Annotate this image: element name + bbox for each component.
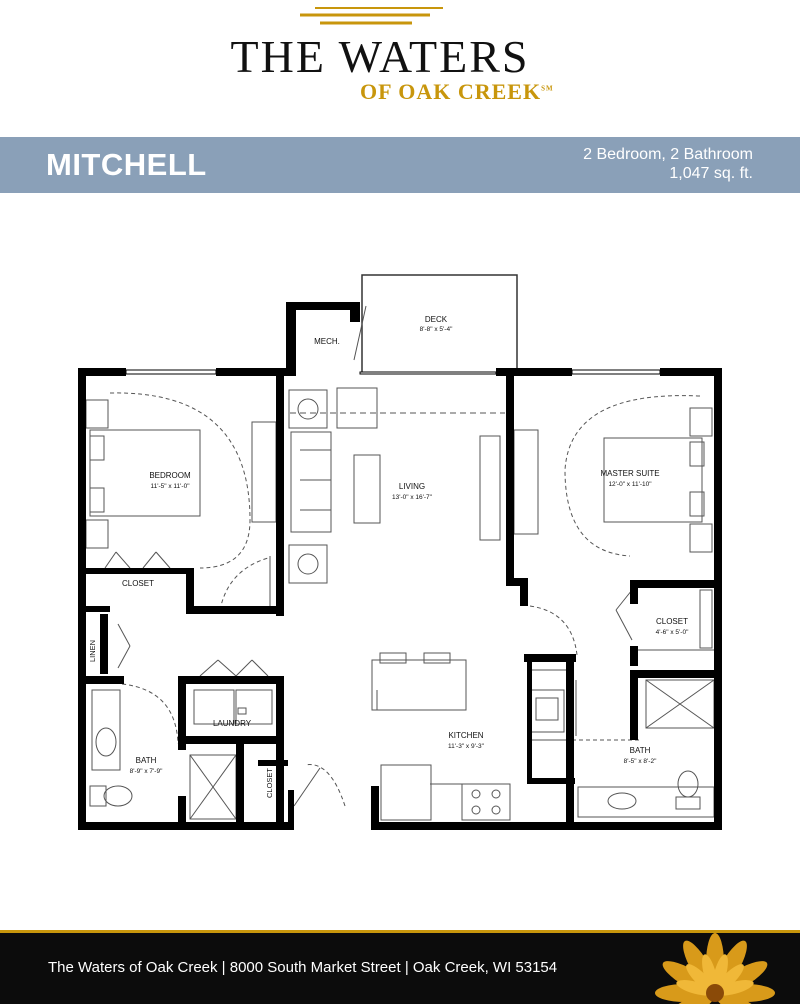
deck-dims: 8'-8" x 5'-4"	[420, 326, 453, 333]
left-bath-label: BATH	[136, 756, 157, 765]
room-labels: DECK 8'-8" x 5'-4" MECH. BEDROOM 11'-5" …	[88, 315, 689, 798]
kitchen-dims: 11'-3" x 9'-3"	[448, 743, 485, 750]
logo-sun-rays	[300, 7, 443, 25]
laundry-label: LAUNDRY	[213, 719, 252, 728]
master-closet-dims: 4'-6" x 5'-0"	[656, 629, 689, 636]
right-bath-dims: 8'-5" x 8'-2"	[624, 758, 657, 765]
entry-closet-label: CLOSET	[265, 768, 274, 798]
unit-banner: MITCHELL 2 Bedroom, 2 Bathroom 1,047 sq.…	[0, 137, 800, 193]
floor-plan-drawing: DECK 8'-8" x 5'-4" MECH. BEDROOM 11'-5" …	[78, 274, 722, 830]
walls	[78, 302, 722, 830]
footer-divider	[0, 930, 800, 933]
bedroom-closet-label: CLOSET	[122, 579, 154, 588]
mech-label: MECH.	[314, 337, 340, 346]
footer: The Waters of Oak Creek | 8000 South Mar…	[0, 933, 800, 1004]
linen-label: LINEN	[88, 640, 97, 662]
kitchen-label: KITCHEN	[448, 731, 483, 740]
master-closet-label: CLOSET	[656, 617, 688, 626]
logo-subtitle: OF OAK CREEKSM	[360, 79, 554, 104]
logo-title: THE WATERS	[230, 31, 530, 82]
unit-details: 2 Bedroom, 2 Bathroom 1,047 sq. ft.	[583, 145, 753, 183]
unit-name: MITCHELL	[46, 147, 207, 182]
logo: THE WATERS OF OAK CREEKSM	[0, 0, 800, 137]
floor-plan: DECK 8'-8" x 5'-4" MECH. BEDROOM 11'-5" …	[0, 193, 800, 930]
bedroom-label: BEDROOM	[149, 471, 191, 480]
living-dims: 13'-0" x 16'-7"	[392, 494, 433, 501]
living-label: LIVING	[399, 482, 425, 491]
square-footage: 1,047 sq. ft.	[669, 165, 753, 182]
master-suite-label: MASTER SUITE	[600, 469, 659, 478]
furniture	[85, 274, 715, 821]
flower-icon	[655, 933, 775, 1004]
trademark-mark: SM	[541, 84, 554, 93]
left-bath-dims: 8'-9" x 7'-9"	[130, 768, 163, 775]
bed-bath: 2 Bedroom, 2 Bathroom	[583, 146, 753, 163]
windows	[125, 369, 661, 375]
footer-address: The Waters of Oak Creek | 8000 South Mar…	[48, 959, 558, 976]
deck-label: DECK	[425, 315, 448, 324]
master-suite-dims: 12'-0" x 11'-10"	[608, 481, 652, 488]
right-bath-label: BATH	[630, 746, 651, 755]
bedroom-dims: 11'-5" x 11'-0"	[150, 483, 190, 490]
